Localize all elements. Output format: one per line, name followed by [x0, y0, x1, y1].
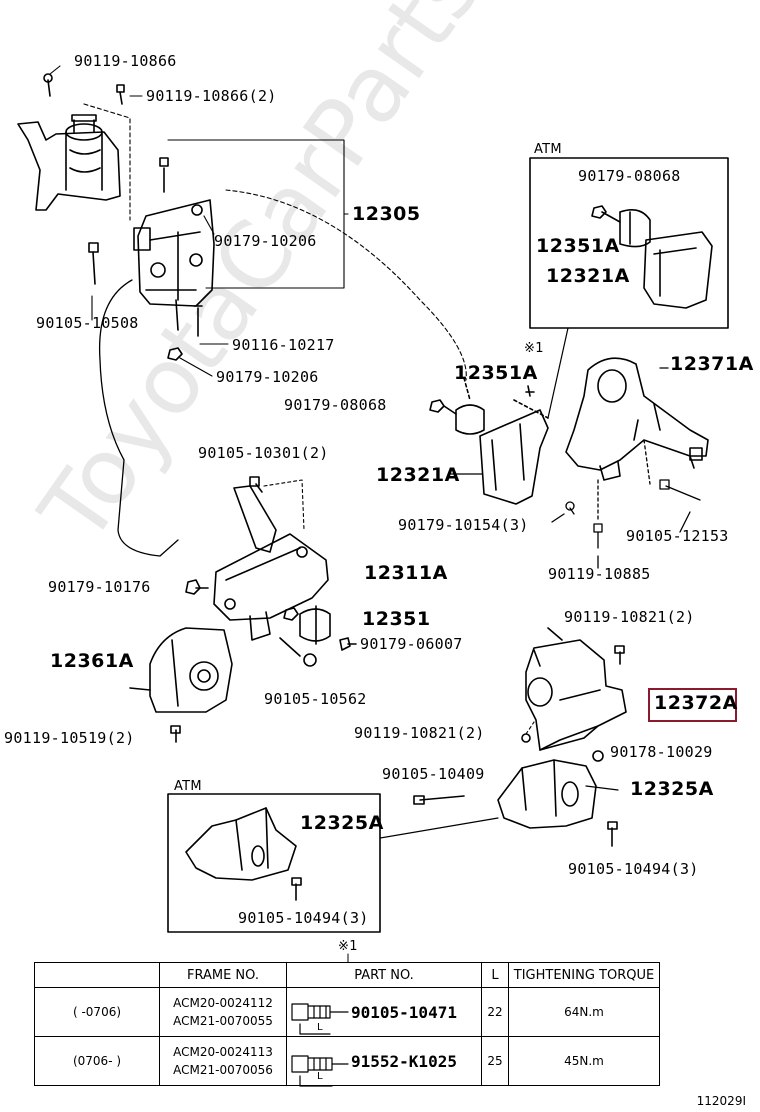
label-12321A-box: 12321A	[546, 265, 630, 287]
label-12351A: 12351A	[454, 362, 538, 384]
label-90105-12153: 90105-12153	[626, 527, 729, 545]
label-90179-10206-b: 90179-10206	[216, 368, 319, 386]
header-part-no: PART NO.	[286, 962, 482, 988]
highlight-box-12372A	[648, 688, 737, 722]
label-90105-10494-3-box: 90105-10494(3)	[238, 909, 369, 927]
mount-12371A-drawing	[565, 357, 709, 481]
label-12305: 12305	[352, 203, 421, 225]
bolt-length-mark: L	[317, 1022, 323, 1033]
bolts-right-upper	[449, 367, 701, 569]
cell-length: 22	[481, 987, 509, 1037]
label-90119-10519-2: 90119-10519(2)	[4, 729, 135, 747]
part-number: 90105-10471	[351, 1002, 457, 1022]
cell-range: (0706- )	[34, 1036, 160, 1086]
cell-frame-no: ACM20-0024113 ACM21-0070056	[159, 1036, 287, 1086]
label-90179-10206-a: 90179-10206	[214, 232, 317, 250]
frame-number: ACM21-0070056	[173, 1063, 273, 1077]
label-90179-06007: 90179-06007	[360, 635, 463, 653]
leaders-top-left	[49, 65, 467, 557]
bracket-12311A-drawing	[213, 476, 357, 667]
part-number: 91552-K1025	[351, 1051, 457, 1071]
label-12311A: 12311A	[364, 562, 448, 584]
label-12361A: 12361A	[50, 650, 134, 672]
label-90119-10821-2-b: 90119-10821(2)	[354, 724, 485, 742]
diagram-id: 112029I	[696, 1094, 746, 1108]
label-90105-10562: 90105-10562	[264, 690, 367, 708]
cell-length: 25	[481, 1036, 509, 1086]
label-90105-10409: 90105-10409	[382, 765, 485, 783]
label-ref-mark-2: ※1	[338, 939, 358, 954]
label-90119-10866-2: 90119-10866(2)	[146, 87, 277, 105]
mount-12372A-drawing	[521, 627, 627, 762]
label-12351: 12351	[362, 608, 431, 630]
table-row: (0706- ) ACM20-0024113 ACM21-0070056 915…	[34, 1036, 660, 1086]
tightening-torque-table: FRAME NO. PART NO. L TIGHTENING TORQUE (…	[34, 962, 660, 1086]
bolt-length-mark: L	[317, 1071, 323, 1082]
bracket-12321A-drawing	[429, 377, 549, 505]
cell-frame-no: ACM20-0024112 ACM21-0070055	[159, 987, 287, 1037]
label-90178-10029: 90178-10029	[610, 743, 713, 761]
frame-number: ACM20-0024112	[173, 996, 273, 1010]
header-tightening-torque: TIGHTENING TORQUE	[508, 962, 660, 988]
cell-torque: 45N.m	[508, 1036, 660, 1086]
label-90116-10217: 90116-10217	[232, 336, 335, 354]
mount-12361A-drawing	[129, 579, 233, 743]
header-length: L	[481, 962, 509, 988]
bolts-top-left	[43, 73, 203, 361]
table-row: ( -0706) ACM20-0024112 ACM21-0070055 901…	[34, 987, 660, 1037]
label-90119-10821-2-a: 90119-10821(2)	[564, 608, 695, 626]
label-90105-10508: 90105-10508	[36, 314, 139, 332]
frame-number: ACM21-0070055	[173, 1014, 273, 1028]
label-90179-08068-box: 90179-08068	[578, 167, 681, 185]
label-12325A-box: 12325A	[300, 812, 384, 834]
label-12325A: 12325A	[630, 778, 714, 800]
table-header-row: FRAME NO. PART NO. L TIGHTENING TORQUE	[34, 962, 660, 988]
atm-box-bottom	[167, 793, 381, 933]
label-90105-10494-3: 90105-10494(3)	[568, 860, 699, 878]
label-12372A: 12372A	[654, 692, 738, 714]
label-90179-10154-3: 90179-10154(3)	[398, 516, 529, 534]
label-90119-10885: 90119-10885	[548, 565, 651, 583]
label-90179-10176: 90179-10176	[48, 578, 151, 596]
cell-part-no: 91552-K1025 L	[286, 1036, 482, 1086]
atm-box-top	[529, 157, 729, 419]
frame-number: ACM20-0024113	[173, 1045, 273, 1059]
label-ref-mark-1: ※1	[524, 341, 544, 356]
cell-torque: 64N.m	[508, 987, 660, 1037]
label-12351A-box: 12351A	[536, 235, 620, 257]
label-90119-10866: 90119-10866	[74, 52, 177, 70]
label-atm-bottom: ATM	[174, 779, 202, 794]
label-atm-top: ATM	[534, 142, 562, 157]
cell-part-no: 90105-10471 L	[286, 987, 482, 1037]
cell-range: ( -0706)	[34, 987, 160, 1037]
label-90179-08068: 90179-08068	[284, 396, 387, 414]
label-12321A: 12321A	[376, 464, 460, 486]
engine-mount-12305-drawing	[17, 114, 215, 307]
header-frame-no: FRAME NO.	[159, 962, 287, 988]
header-range	[34, 962, 160, 988]
bracket-12325A-drawing	[379, 759, 619, 847]
label-90105-10301-2: 90105-10301(2)	[198, 444, 329, 462]
label-12371A: 12371A	[670, 353, 754, 375]
